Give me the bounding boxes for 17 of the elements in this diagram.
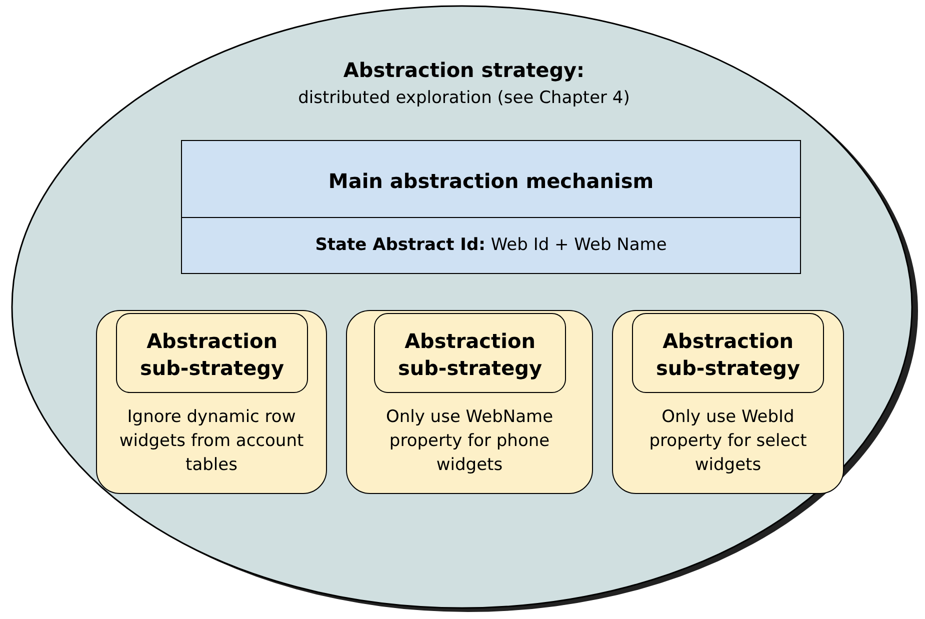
mechanism-detail: State Abstract Id: Web Id + Web Name — [314, 235, 668, 255]
sub-strategy-title: Abstraction sub-strategy — [138, 328, 286, 382]
sub-strategy-description: Ignore dynamic row widgets from account tables — [118, 406, 305, 477]
sub-strategy-header — [116, 313, 308, 393]
mechanism-heading: Main abstraction mechanism — [327, 169, 655, 193]
mechanism-table — [181, 140, 801, 274]
sub-strategy-header — [632, 313, 824, 393]
sub-strategy-card — [96, 310, 327, 494]
sub-strategy-title: Abstraction sub-strategy — [654, 328, 802, 382]
sub-strategy-card — [612, 310, 844, 494]
sub-strategy-description: Only use WebId property for select widgets — [648, 406, 808, 477]
sub-strategy-card — [346, 310, 593, 494]
strategy-subtitle: distributed exploration (see Chapter 4) — [297, 88, 631, 108]
sub-strategy-description: Only use WebName property for phone widgets — [384, 406, 554, 477]
strategy-title: Abstraction strategy: — [342, 58, 586, 82]
sub-strategy-header — [374, 313, 566, 393]
sub-strategy-title: Abstraction sub-strategy — [396, 328, 544, 382]
